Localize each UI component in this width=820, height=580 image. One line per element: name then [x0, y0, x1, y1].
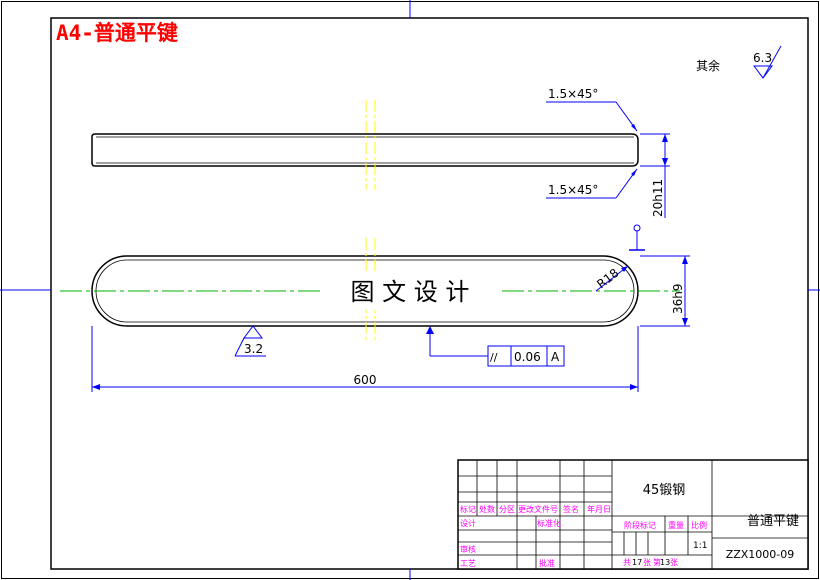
- tb-header-count: 处数: [479, 504, 495, 514]
- height-dimension: 20h11: [640, 133, 670, 218]
- tb-stage-label: 阶段标记: [624, 520, 656, 530]
- chamfer-top-label: 1.5×45°: [548, 87, 598, 101]
- title-block-frame: [457, 459, 809, 570]
- width-arrow-bottom-icon: [682, 318, 688, 326]
- height-arrow-top-icon: [662, 134, 668, 142]
- tb-sheet-label: 张: [643, 558, 651, 567]
- tb-header-signature: 签名: [563, 504, 579, 514]
- height-label: 20h11: [651, 179, 665, 217]
- front-view: 图 文 设 计: [60, 238, 680, 340]
- tb-process-label: 工艺: [460, 559, 476, 568]
- chamfer-bottom-label: 1.5×45°: [548, 183, 598, 197]
- roughness-bottom-icon: [243, 325, 263, 339]
- length-label: 600: [354, 373, 377, 387]
- side-view-outline: [91, 133, 639, 167]
- height-arrow-bottom-icon: [662, 158, 668, 166]
- tb-weight-label: 重量: [668, 520, 684, 530]
- roughness-symbol-icon: [753, 65, 773, 79]
- radius-dimension: R18: [594, 265, 629, 292]
- roughness-bottom-value: 3.2: [244, 342, 263, 356]
- tolerance-value: 0.06: [514, 350, 541, 364]
- tb-review-label: 审核: [460, 544, 476, 554]
- radius-arrow-icon: [621, 266, 628, 272]
- roughness-other: 其余 6.3: [696, 45, 782, 79]
- tb-sheet-current-label: 第: [653, 557, 661, 567]
- tb-header-date: 年月日: [587, 504, 611, 514]
- datum-circle-icon: [633, 224, 641, 232]
- roughness-bottom-leg: [234, 337, 245, 357]
- roughness-other-value: 6.3: [753, 51, 772, 65]
- tb-header-change-doc: 更改文件号: [518, 504, 558, 514]
- title-block-grid: [458, 460, 808, 569]
- datum-a: [629, 224, 645, 251]
- tolerance-box: [487, 345, 565, 367]
- watermark-backdrop: [322, 272, 498, 310]
- tb-part-name: 普通平键: [747, 514, 799, 529]
- width-dimension: 36h9: [640, 255, 690, 327]
- tolerance-frame: // 0.06 A: [426, 326, 565, 367]
- inner-border: [50, 17, 809, 570]
- chamfer-annotations: 1.5×45° 1.5×45°: [546, 87, 638, 199]
- parallelism-icon: //: [490, 351, 498, 364]
- tb-design-label: 设计: [460, 518, 476, 528]
- width-label: 36h9: [671, 283, 685, 314]
- tb-sheet-current: 13: [660, 558, 670, 567]
- length-arrow-right-icon: [630, 384, 638, 390]
- tb-approve-label: 批准: [539, 558, 555, 568]
- chamfer-top-arrow-icon: [631, 124, 637, 131]
- chamfer-bottom-arrow-icon: [631, 169, 637, 176]
- length-arrow-left-icon: [92, 384, 100, 390]
- tolerance-arrow-icon: [426, 326, 434, 334]
- tb-scale-value: 1:1: [693, 541, 707, 551]
- tb-sheets-total-label: 共: [623, 558, 631, 567]
- tb-scale-label: 比例: [691, 520, 707, 530]
- tb-sheets-total: 17: [632, 558, 642, 567]
- tb-sheet-label-2: 张: [670, 558, 678, 567]
- drawing-title: A4-普通平键: [56, 21, 178, 45]
- tb-material: 45锻钢: [643, 483, 686, 498]
- tb-header-mark: 标记: [460, 504, 476, 514]
- side-view: [91, 100, 639, 190]
- tolerance-datum: A: [551, 350, 560, 364]
- tb-header-zone: 分区: [499, 505, 515, 514]
- watermark-text: 图 文 设 计: [351, 278, 470, 306]
- roughness-symbol-leg: [762, 45, 782, 79]
- title-block: 标记 处数 分区 更改文件号 签名 年月日 设计 标准化 审核 工艺 批准 阶段…: [457, 459, 809, 570]
- tb-standard-label: 标准化: [537, 518, 561, 528]
- width-arrow-top-icon: [682, 256, 688, 264]
- radius-label: R18: [594, 266, 621, 292]
- length-dimension: 600: [91, 326, 639, 392]
- roughness-bottom: 3.2: [234, 325, 266, 357]
- roughness-other-label: 其余: [696, 58, 720, 73]
- tb-drawing-no: ZZX1000-09: [726, 548, 795, 561]
